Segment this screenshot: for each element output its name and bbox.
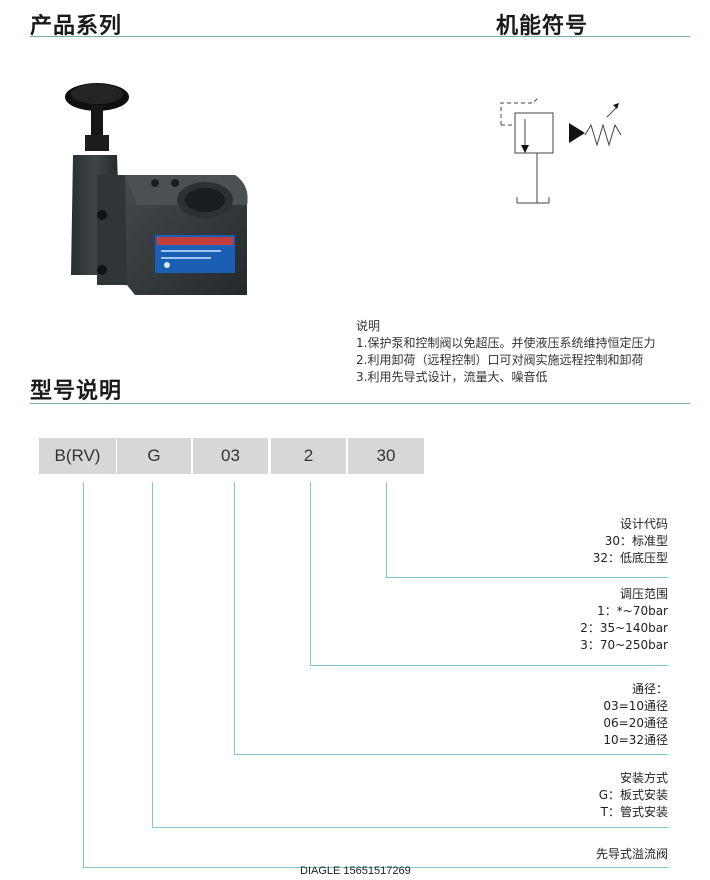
code-box-series: B(RV) bbox=[39, 438, 116, 474]
leader-series-v bbox=[83, 482, 84, 867]
notes-block: 说明 1.保护泵和控制阀以免超压。并使液压系统维持恒定压力 2.利用卸荷（远程控… bbox=[356, 318, 655, 386]
desc-mount-line-1: G：板式安装 bbox=[598, 788, 668, 802]
leader-series-h bbox=[83, 867, 668, 868]
heading-products: 产品系列 bbox=[30, 14, 123, 39]
heading-rule-model bbox=[30, 403, 690, 404]
leader-design-h bbox=[386, 577, 668, 578]
desc-size: 通径： 03=10通径 06=20通径 10=32通径 bbox=[603, 681, 668, 749]
desc-mount-line-2: T：管式安装 bbox=[600, 805, 668, 819]
desc-pressure-line-2: 2：35~140bar bbox=[580, 621, 668, 635]
leader-mount-v bbox=[152, 482, 153, 827]
desc-type-title: 先导式溢流阀 bbox=[595, 847, 668, 861]
note-item-2: 2.利用卸荷（远程控制）口可对阀实施远程控制和卸荷 bbox=[356, 353, 644, 367]
desc-design-title: 设计代码 bbox=[619, 517, 668, 531]
leader-mount-h bbox=[152, 827, 668, 828]
desc-size-line-3: 10=32通径 bbox=[603, 733, 668, 747]
leader-pressure-h bbox=[310, 665, 668, 666]
heading-symbol: 机能符号 bbox=[496, 14, 589, 39]
desc-size-line-1: 03=10通径 bbox=[603, 699, 668, 713]
desc-design-line-2: 32：低底压型 bbox=[592, 551, 668, 565]
code-box-pressure: 2 bbox=[271, 438, 346, 474]
note-item-3: 3.利用先导式设计，流量大、噪音低 bbox=[356, 370, 548, 384]
heading-model: 型号说明 bbox=[30, 379, 123, 404]
leader-design-v bbox=[386, 482, 387, 577]
note-item-1: 1.保护泵和控制阀以免超压。并使液压系统维持恒定压力 bbox=[356, 336, 656, 350]
code-box-mount: G bbox=[117, 438, 191, 474]
hydraulic-symbol-diagram bbox=[495, 95, 635, 210]
desc-pressure: 调压范围 1：*~70bar 2：35~140bar 3：70~250bar bbox=[580, 586, 668, 654]
code-box-design: 30 bbox=[348, 438, 424, 474]
code-box-size: 03 bbox=[193, 438, 268, 474]
notes-title: 说明 bbox=[356, 319, 381, 333]
desc-mount: 安装方式 G：板式安装 T：管式安装 bbox=[599, 770, 668, 821]
desc-type: 先导式溢流阀 bbox=[596, 846, 668, 863]
desc-pressure-line-1: 1：*~70bar bbox=[597, 604, 668, 618]
desc-size-line-2: 06=20通径 bbox=[603, 716, 668, 730]
desc-pressure-title: 调压范围 bbox=[619, 587, 668, 601]
desc-size-title: 通径： bbox=[631, 682, 668, 696]
desc-design: 设计代码 30：标准型 32：低底压型 bbox=[593, 516, 668, 567]
desc-pressure-line-3: 3：70~250bar bbox=[580, 638, 668, 652]
heading-rule-top bbox=[30, 36, 690, 37]
product-image bbox=[55, 75, 270, 310]
leader-size-v bbox=[234, 482, 235, 754]
desc-mount-title: 安装方式 bbox=[619, 771, 668, 785]
leader-size-h bbox=[234, 754, 668, 755]
footer-contact: DIAGLE 15651517269 bbox=[300, 865, 411, 877]
leader-pressure-v bbox=[310, 482, 311, 665]
desc-design-line-1: 30：标准型 bbox=[604, 534, 668, 548]
